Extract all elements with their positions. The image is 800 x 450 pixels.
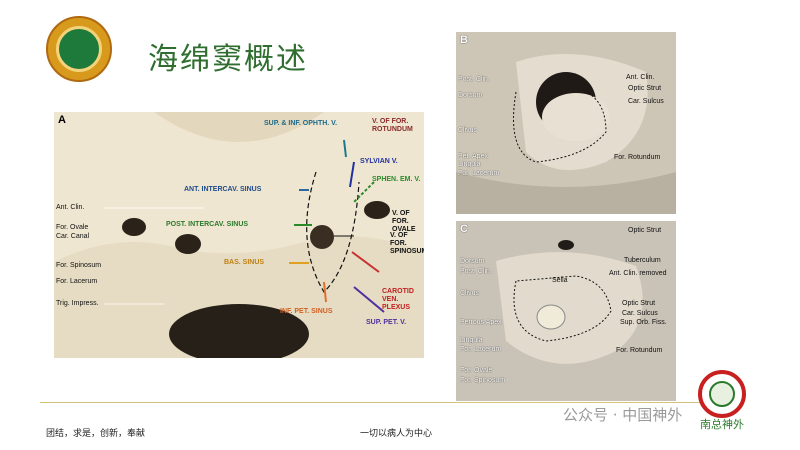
panel-c-letter: C [460, 223, 468, 235]
label-c-car-sulcus: Car. Sulcus [622, 310, 658, 317]
label-ant-clin: Ant. Clin. [56, 204, 85, 211]
wechat-watermark: 公众号 · 中国神外 [563, 406, 683, 424]
skull-base-illustration [54, 112, 424, 358]
label-for-spinosum: For. Spinosum [56, 262, 102, 269]
label-c-optic-strut-top: Optic Strut [628, 227, 662, 234]
label-car-canal: Car. Canal [56, 233, 90, 240]
label-c-for-spinosum: For. Spinosum [460, 377, 506, 384]
label-trig-impress: Trig. Impress. [56, 300, 99, 307]
label-b-pet-apex: Pet. Apex [458, 153, 488, 160]
label-c-tuberculum: Tuberculum [624, 257, 661, 264]
label-ant-intercav: ANT. INTERCAV. SINUS [184, 186, 262, 193]
brand-logo: 南总神外 [698, 370, 746, 431]
label-b-optic-strut: Optic Strut [628, 85, 662, 92]
label-sphen-em: SPHEN. EM. V. [372, 176, 421, 183]
label-c-sella: Sella [552, 277, 568, 284]
label-c-clivus: Clivus [460, 290, 480, 297]
footer-motto: 团结，求是，创新，奉献 [46, 429, 146, 439]
label-for-ovale: For. Ovale [56, 224, 89, 231]
label-b-lingula: Lingula [458, 161, 481, 168]
label-v-for-rotundum: V. OF FOR. ROTUNDUM [372, 118, 413, 133]
svg-text:南总神外: 南总神外 [700, 417, 744, 431]
label-b-post-clin: Post. Clin. [458, 76, 490, 83]
label-c-lingula: Lingula [460, 337, 483, 344]
page-title: 海绵窦概述 [148, 42, 308, 77]
label-sup-inf-ophth: SUP. & INF. OPHTH. V. [264, 120, 338, 127]
hospital-logo [46, 16, 112, 82]
label-c-optic-strut: Optic Strut [622, 300, 656, 307]
label-b-ant-clin: Ant. Clin. [626, 74, 655, 81]
label-carotid-plexus: CAROTID VEN. PLEXUS [382, 288, 414, 311]
label-sylvian: SYLVIAN V. [360, 158, 398, 165]
label-inf-pet-sinus: INF. PET. SINUS [280, 308, 333, 315]
figure-panel-c: C Optic Strut Dorsum Tuberculum Post. Cl… [456, 221, 676, 401]
label-c-dorsum: Dorsum [460, 258, 485, 265]
footer-rule [40, 402, 730, 403]
label-c-sup-orb-fiss: Sup. Orb. Fiss. [620, 319, 667, 326]
label-c-for-rotundum: For. Rotundum [616, 347, 663, 354]
label-b-car-sulcus: Car. Sulcus [628, 98, 664, 105]
panel-a-letter: A [58, 114, 66, 126]
label-c-for-lacerum: For. Lacerum [460, 346, 502, 353]
figure-panel-a: A SUP. & INF. OPHTH. V. V. OF FOR. ROTUN… [54, 112, 424, 358]
label-b-dorsum: Dorsum [458, 92, 483, 99]
label-c-petrous-apex: Petrous Apex [460, 319, 502, 326]
label-c-post-clin: Post. Clin. [460, 268, 492, 275]
label-bas-sinus: BAS. SINUS [224, 259, 265, 266]
sella-photo-b [456, 32, 676, 214]
sella-photo-c [456, 221, 676, 401]
label-c-ant-clin-removed: Ant. Clin. removed [609, 270, 667, 277]
footer-slogan: 一切以病人为中心 [360, 429, 433, 439]
label-b-clivus: Clivus [458, 127, 478, 134]
label-b-for-rotundum: For. Rotundum [614, 154, 661, 161]
label-v-for-ovale: V. OF FOR. OVALE [392, 210, 416, 233]
panel-b-letter: B [460, 34, 468, 46]
label-v-for-spinosum: V. OF FOR. SPINOSUM [390, 232, 424, 255]
label-for-lacerum: For. Lacerum [56, 278, 98, 285]
label-sup-pet: SUP. PET. V. [366, 319, 407, 326]
figure-panel-b: B Post. Clin. Dorsum Ant. Clin. Optic St… [456, 32, 676, 214]
label-post-intercav: POST. INTERCAV. SINUS [166, 221, 249, 228]
label-b-for-lacerum: For. Lacerum [458, 170, 500, 177]
label-c-for-ovale: For. Ovale [460, 367, 493, 374]
